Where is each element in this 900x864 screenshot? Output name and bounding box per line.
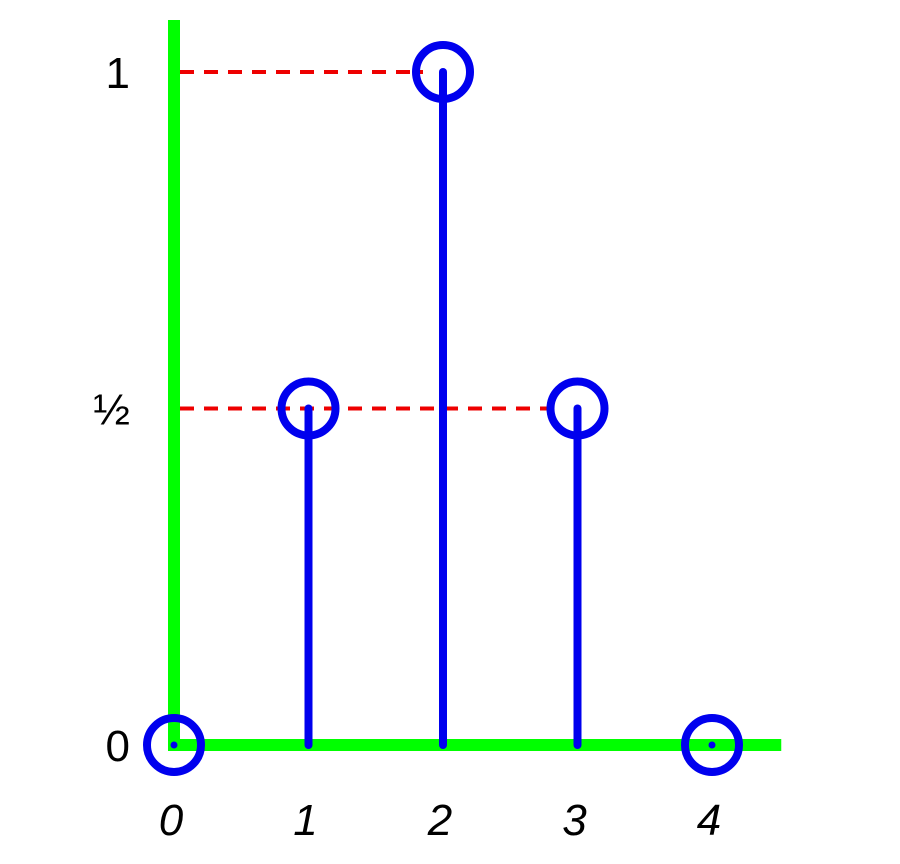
stems — [304, 68, 582, 749]
markers — [143, 41, 743, 776]
x-tick-label-0: 0 — [159, 796, 184, 845]
y-tick-label-1: ½ — [93, 386, 130, 435]
marker-4 — [681, 714, 743, 776]
marker-dot-4 — [708, 741, 716, 749]
y-tick-label-2: 1 — [106, 49, 130, 98]
axes — [168, 20, 782, 751]
marker-3 — [546, 377, 609, 440]
y-tick-labels: 0 ½ 1 — [93, 49, 130, 771]
x-tick-label-3: 3 — [562, 796, 587, 845]
x-tick-labels: 0 1 2 3 4 — [159, 796, 721, 845]
x-tick-label-1: 1 — [293, 796, 317, 845]
y-tick-label-0: 0 — [106, 722, 130, 771]
marker-dot-0 — [170, 741, 178, 749]
reference-lines — [180, 70, 558, 411]
x-tick-label-2: 2 — [427, 796, 452, 845]
marker-1 — [277, 377, 340, 440]
x-tick-label-4: 4 — [697, 796, 721, 845]
marker-0 — [143, 714, 205, 776]
marker-2 — [412, 41, 474, 103]
